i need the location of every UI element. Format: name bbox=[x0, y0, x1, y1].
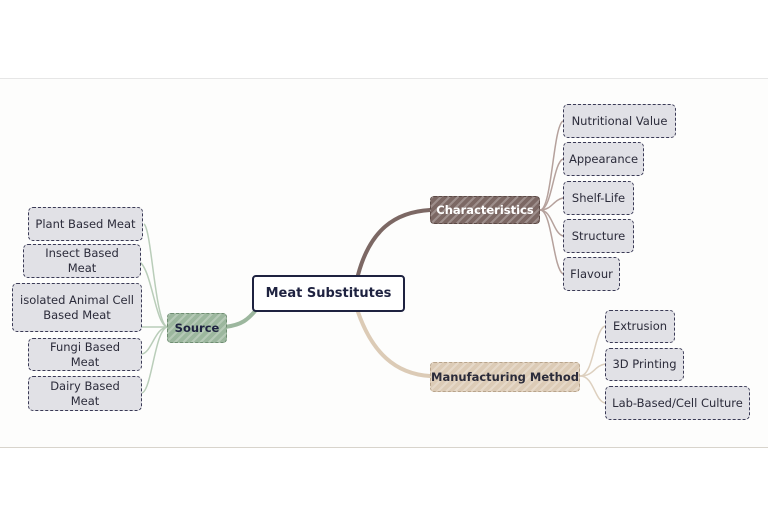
branch-source-label: Source bbox=[174, 320, 220, 335]
leaf-nutritional-value[interactable]: Nutritional Value bbox=[563, 104, 676, 138]
root-node[interactable]: Meat Substitutes bbox=[252, 275, 405, 312]
leaf-plant-based-meat[interactable]: Plant Based Meat bbox=[28, 207, 143, 241]
leaf-lab-based-cell-culture[interactable]: Lab-Based/Cell Culture bbox=[605, 386, 750, 420]
leaf-flavour[interactable]: Flavour bbox=[563, 257, 620, 291]
leaf-structure[interactable]: Structure bbox=[563, 219, 634, 253]
leaf-label: Plant Based Meat bbox=[35, 216, 136, 231]
leaf-label: 3D Printing bbox=[612, 357, 677, 371]
branch-source[interactable]: Source bbox=[167, 313, 227, 343]
leaf-label: Shelf-Life bbox=[571, 190, 626, 205]
leaf-label: Structure bbox=[571, 228, 626, 243]
leaf-label: Insect Based Meat bbox=[45, 246, 119, 275]
leaf-appearance[interactable]: Appearance bbox=[563, 142, 644, 176]
leaf-isolated-animal-cell-based-meat[interactable]: isolated Animal Cell Based Meat bbox=[12, 283, 142, 332]
leaf-label: Flavour bbox=[570, 266, 613, 281]
leaf-label: Dairy Based Meat bbox=[50, 378, 120, 408]
leaf-fungi-based-meat[interactable]: Fungi Based Meat bbox=[28, 338, 142, 371]
branch-manufacturing[interactable]: Manufacturing Method bbox=[430, 362, 580, 392]
branch-characteristics-label: Characteristics bbox=[436, 202, 534, 217]
leaf-label: Lab-Based/Cell Culture bbox=[612, 395, 743, 410]
leaf-label: isolated Animal Cell Based Meat bbox=[20, 292, 134, 322]
leaf-label: Extrusion bbox=[612, 319, 668, 333]
leaf-insect-based-meat[interactable]: Insect Based Meat bbox=[23, 244, 141, 278]
root-label: Meat Substitutes bbox=[265, 286, 392, 301]
leaf-3d-printing[interactable]: 3D Printing bbox=[605, 348, 684, 381]
leaf-label: Appearance bbox=[568, 151, 639, 166]
leaf-extrusion[interactable]: Extrusion bbox=[605, 310, 675, 343]
leaf-label: Fungi Based Meat bbox=[49, 339, 121, 369]
leaf-label: Nutritional Value bbox=[571, 113, 668, 128]
leaf-shelf-life[interactable]: Shelf-Life bbox=[563, 181, 634, 215]
branch-characteristics[interactable]: Characteristics bbox=[430, 196, 540, 224]
leaf-dairy-based-meat[interactable]: Dairy Based Meat bbox=[28, 376, 142, 411]
link-root-characteristics bbox=[356, 208, 432, 277]
link-root-manufacturing bbox=[356, 310, 432, 378]
branch-manufacturing-label: Manufacturing Method bbox=[431, 369, 579, 384]
